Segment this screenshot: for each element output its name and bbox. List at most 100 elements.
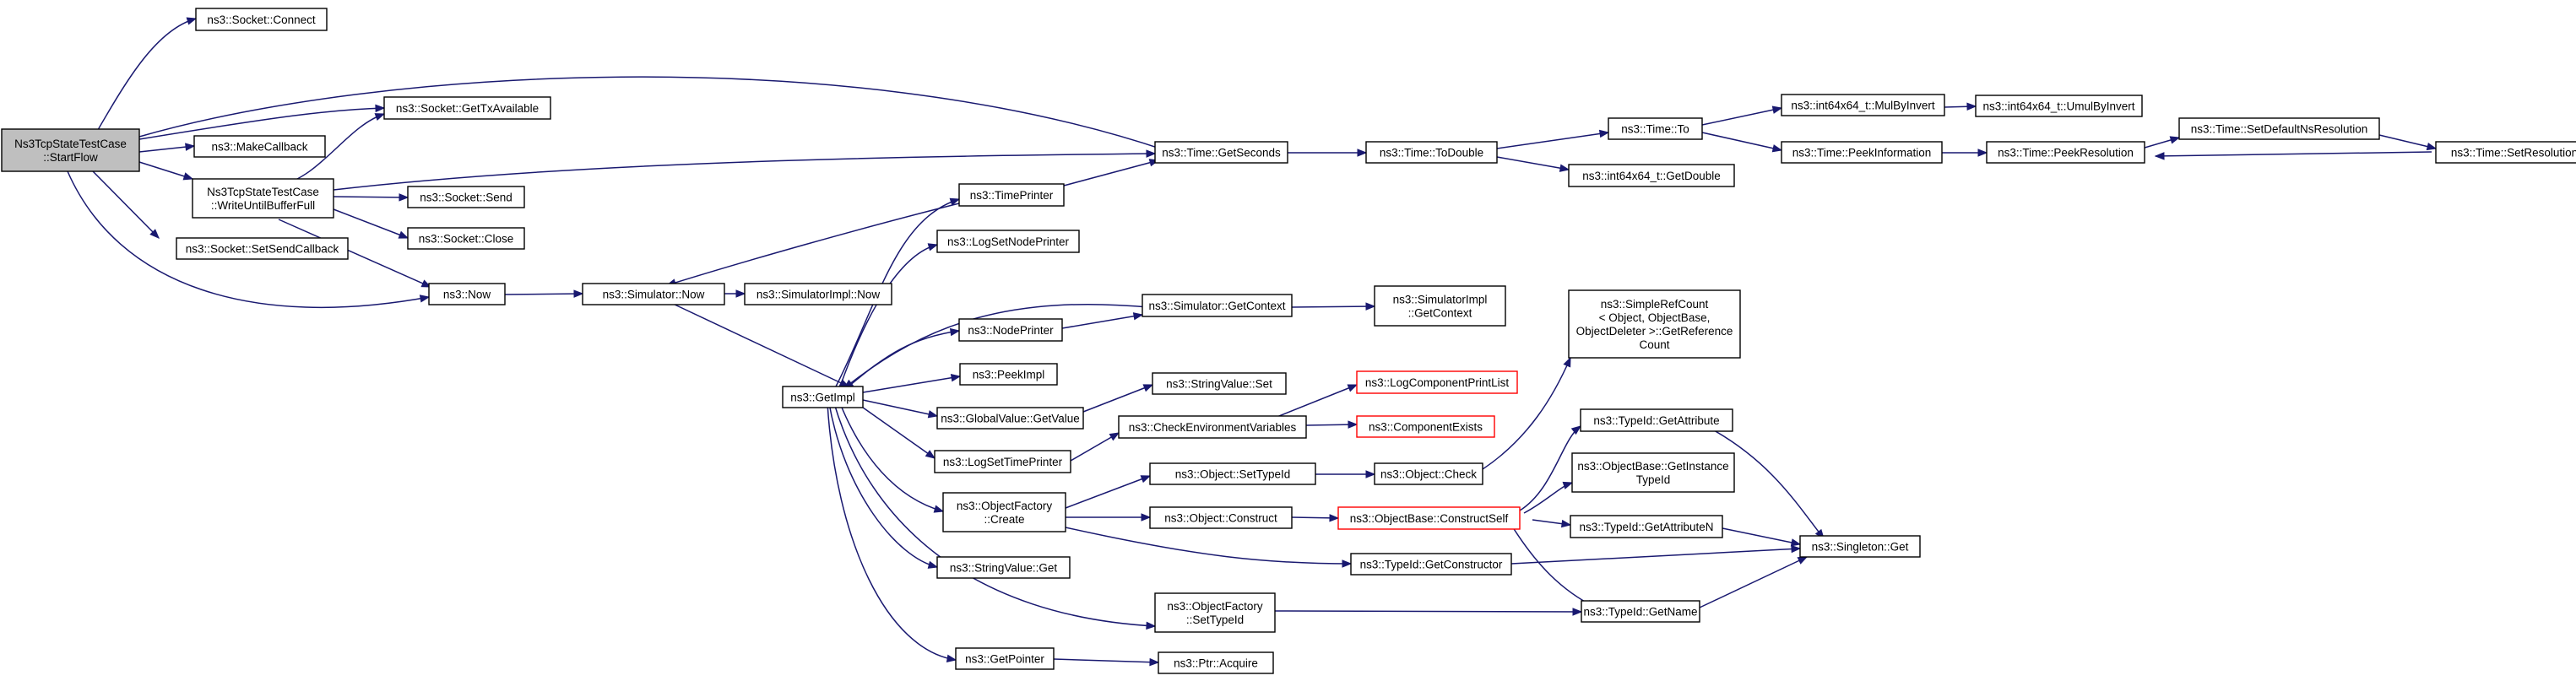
node-gv-getvalue[interactable]: ns3::GlobalValue::GetValue: [936, 407, 1084, 430]
node-label: ns3::SimulatorImpl::Now: [757, 289, 881, 301]
node-label: ns3::Time::GetSeconds: [1162, 147, 1281, 159]
node-label: ns3::Simulator::Now: [603, 289, 705, 301]
node-label: ns3::LogSetNodePrinter: [947, 235, 1070, 248]
node-label: ns3::TypeId::GetConstructor: [1360, 559, 1503, 571]
node-nodeprinter[interactable]: ns3::NodePrinter: [958, 318, 1063, 342]
node-logsetnodeprinter[interactable]: ns3::LogSetNodePrinter: [936, 230, 1080, 253]
node-mulbyinvert[interactable]: ns3::int64x64_t::MulByInvert: [1781, 94, 1945, 116]
node-of-settypeid[interactable]: ns3::ObjectFactory::SetTypeId: [1154, 592, 1276, 633]
arrowhead: [398, 230, 409, 239]
node-sv-set[interactable]: ns3::StringValue::Set: [1152, 372, 1287, 395]
edge-getimpl-to-of-settypeid: [833, 403, 1156, 627]
node-label: Ns3TcpStateTestCase: [207, 186, 319, 198]
arrowhead: [1347, 384, 1359, 392]
node-box: [192, 178, 334, 219]
node-sv-get[interactable]: ns3::StringValue::Get: [936, 556, 1071, 579]
arrowhead: [1572, 608, 1583, 616]
arrowhead: [927, 243, 939, 251]
node-simplerefcount[interactable]: ns3::SimpleRefCount< Object, ObjectBase,…: [1568, 289, 1741, 359]
node-box: [1975, 95, 2143, 117]
node-socket-send[interactable]: ns3::Socket::Send: [407, 186, 525, 208]
edge-getimpl-to-logsetnodeprinter: [839, 244, 938, 387]
node-umulbyinvert[interactable]: ns3::int64x64_t::UmulByInvert: [1975, 95, 2143, 117]
node-socket-gettx[interactable]: ns3::Socket::GetTxAvailable: [383, 96, 551, 120]
node-simimpl-now[interactable]: ns3::SimulatorImpl::Now: [744, 283, 892, 305]
arrowhead: [949, 197, 961, 206]
node-label: ns3::Simulator::GetContext: [1148, 300, 1285, 312]
arrowhead: [946, 654, 957, 662]
node-getimpl[interactable]: ns3::GetImpl: [782, 386, 864, 408]
node-compexists[interactable]: ns3::ComponentExists: [1356, 415, 1495, 438]
arrowhead: [1365, 302, 1376, 311]
node-now[interactable]: ns3::Now: [428, 283, 506, 305]
arrowhead: [1563, 356, 1571, 368]
node-label: ns3::Time::SetDefaultNsResolution: [2191, 123, 2368, 136]
node-label: ns3::Socket::SetSendCallback: [186, 243, 339, 256]
node-tid-getattribute[interactable]: ns3::TypeId::GetAttribute: [1580, 408, 1733, 432]
edge-todouble-to-time-to: [1496, 132, 1609, 149]
node-ptr-acquire[interactable]: ns3::Ptr::Acquire: [1158, 651, 1274, 674]
arrowhead: [1790, 538, 1802, 547]
node-peekimpl[interactable]: ns3::PeekImpl: [959, 363, 1058, 386]
arrowhead: [1142, 384, 1154, 392]
node-box: [1365, 141, 1498, 164]
edge-todouble-to-i64-getdouble: [1496, 156, 1570, 170]
node-box: [1149, 462, 1316, 485]
arrowhead: [1559, 164, 1570, 172]
node-root[interactable]: Ns3TcpStateTestCase::StartFlow: [1, 128, 140, 172]
edge-getimpl-to-nodeprinter: [848, 330, 960, 387]
node-tid-getconstructor[interactable]: ns3::TypeId::GetConstructor: [1350, 553, 1512, 576]
node-getseconds[interactable]: ns3::Time::GetSeconds: [1154, 141, 1288, 164]
node-label: ns3::LogComponentPrintList: [1365, 376, 1510, 389]
node-box: [1781, 141, 1943, 164]
node-peekres[interactable]: ns3::Time::PeekResolution: [1986, 141, 2145, 164]
edge-tid-getname-to-singleton-get: [1699, 556, 1808, 608]
node-singleton-get[interactable]: ns3::Singleton::Get: [1799, 535, 1921, 558]
arrowhead: [185, 143, 196, 151]
node-label: ns3::TypeId::GetAttributeN: [1579, 521, 1713, 533]
node-logcompprint[interactable]: ns3::LogComponentPrintList: [1356, 370, 1518, 394]
node-ob-constructself[interactable]: ns3::ObjectBase::ConstructSelf: [1337, 506, 1521, 530]
node-box: [1154, 592, 1276, 633]
node-label: ns3::TypeId::GetAttribute: [1593, 414, 1719, 427]
node-obj-settypeid[interactable]: ns3::Object::SetTypeId: [1149, 462, 1316, 485]
node-socket-connect[interactable]: ns3::Socket::Connect: [195, 8, 328, 31]
node-i64-getdouble[interactable]: ns3::int64x64_t::GetDouble: [1568, 164, 1735, 187]
node-tid-getattributen[interactable]: ns3::TypeId::GetAttributeN: [1570, 515, 1723, 538]
node-makecallback[interactable]: ns3::MakeCallback: [193, 135, 326, 158]
node-of-create[interactable]: ns3::ObjectFactory::Create: [942, 492, 1066, 532]
node-simimpl-getcontext[interactable]: ns3::SimulatorImpl::GetContext: [1374, 285, 1506, 327]
node-peekinfo[interactable]: ns3::Time::PeekInformation: [1781, 141, 1943, 164]
node-writeuntil[interactable]: Ns3TcpStateTestCase::WriteUntilBufferFul…: [192, 178, 334, 219]
edge-gv-getvalue-to-sv-set: [1082, 384, 1153, 413]
node-label: ns3::Time::PeekInformation: [1792, 147, 1932, 159]
edge-sim-getcontext-to-simimpl-getcontext: [1291, 305, 1375, 308]
node-socket-close[interactable]: ns3::Socket::Close: [407, 227, 525, 250]
node-checkenv[interactable]: ns3::CheckEnvironmentVariables: [1118, 415, 1307, 439]
arrowhead: [1791, 544, 1802, 554]
node-sim-getcontext[interactable]: ns3::Simulator::GetContext: [1142, 294, 1293, 317]
node-tid-getname[interactable]: ns3::TypeId::GetName: [1581, 600, 1700, 623]
node-label: ns3::Object::Check: [1380, 468, 1477, 481]
edge-timeprinter-to-getseconds: [1063, 159, 1159, 186]
node-logsettimeprinter[interactable]: ns3::LogSetTimePrinter: [934, 450, 1071, 473]
node-setresolution[interactable]: ns3::Time::SetResolution: [2435, 141, 2576, 164]
node-sim-now[interactable]: ns3::Simulator::Now: [582, 283, 725, 305]
node-todouble[interactable]: ns3::Time::ToDouble: [1365, 141, 1498, 164]
node-setdefaultns[interactable]: ns3::Time::SetDefaultNsResolution: [2178, 117, 2380, 140]
node-timeprinter[interactable]: ns3::TimePrinter: [958, 183, 1065, 207]
arrowhead: [2154, 152, 2165, 160]
node-obj-construct[interactable]: ns3::Object::Construct: [1149, 506, 1293, 529]
arrowhead: [573, 289, 584, 298]
arrowhead: [375, 104, 386, 113]
arrowhead: [925, 450, 936, 459]
node-setsendcb[interactable]: ns3::Socket::SetSendCallback: [176, 237, 349, 260]
arrowhead: [1365, 470, 1376, 478]
edge-writeuntil-to-socket-close: [333, 208, 409, 239]
node-obj-check[interactable]: ns3::Object::Check: [1374, 462, 1483, 485]
node-time-to[interactable]: ns3::Time::To: [1608, 117, 1703, 140]
node-getpointer[interactable]: ns3::GetPointer: [955, 647, 1055, 670]
arrowhead: [1771, 105, 1783, 114]
arrowhead: [419, 295, 431, 303]
